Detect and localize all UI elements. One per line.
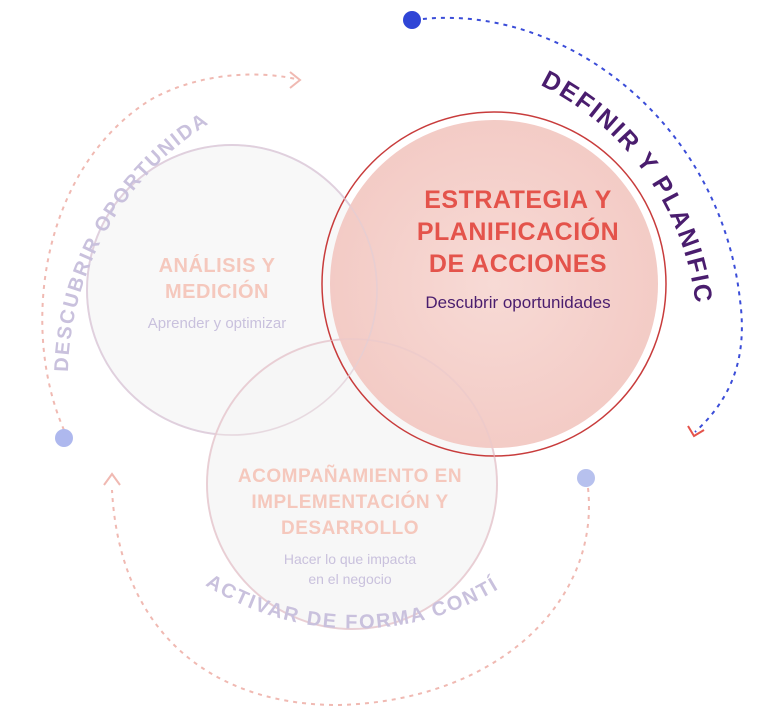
estrategia-title-line2: PLANIFICACIÓN bbox=[417, 216, 619, 246]
dot-right-lavender bbox=[577, 469, 595, 487]
acompanamiento-title-line3: DESARROLLO bbox=[281, 518, 419, 539]
estrategia-title-line3: DE ACCIONES bbox=[429, 250, 607, 278]
circle-estrategia-fill bbox=[330, 120, 658, 448]
descubrir-arrow-head bbox=[289, 71, 302, 89]
circle-acompanamiento-outline-overlay bbox=[206, 338, 498, 630]
definir-arrow-path bbox=[413, 16, 743, 433]
analisis-subtitle: Aprender y optimizar bbox=[148, 315, 286, 332]
analisis-title-line1: ANÁLISIS Y bbox=[159, 254, 276, 277]
definir-arrow-head bbox=[687, 425, 705, 438]
dot-left-lavender bbox=[55, 429, 73, 447]
acompanamiento-subtitle-line1: Hacer lo que impacta bbox=[284, 551, 417, 567]
activar-arrow-head bbox=[103, 472, 121, 486]
acompanamiento-title-line1: ACOMPAÑAMIENTO EN bbox=[238, 465, 462, 487]
estrategia-title-line1: ESTRATEGIA Y bbox=[424, 186, 612, 214]
acompanamiento-subtitle-line2: en el negocio bbox=[308, 571, 392, 587]
start-dot-blue bbox=[403, 11, 421, 29]
analisis-title-line2: MEDICIÓN bbox=[165, 279, 269, 303]
acompanamiento-title-line2: IMPLEMENTACIÓN Y bbox=[251, 491, 448, 513]
circle-analisis-outline-overlay bbox=[86, 144, 378, 436]
activar-arrow-path bbox=[111, 487, 590, 707]
estrategia-subtitle: Descubrir oportunidades bbox=[425, 293, 610, 312]
